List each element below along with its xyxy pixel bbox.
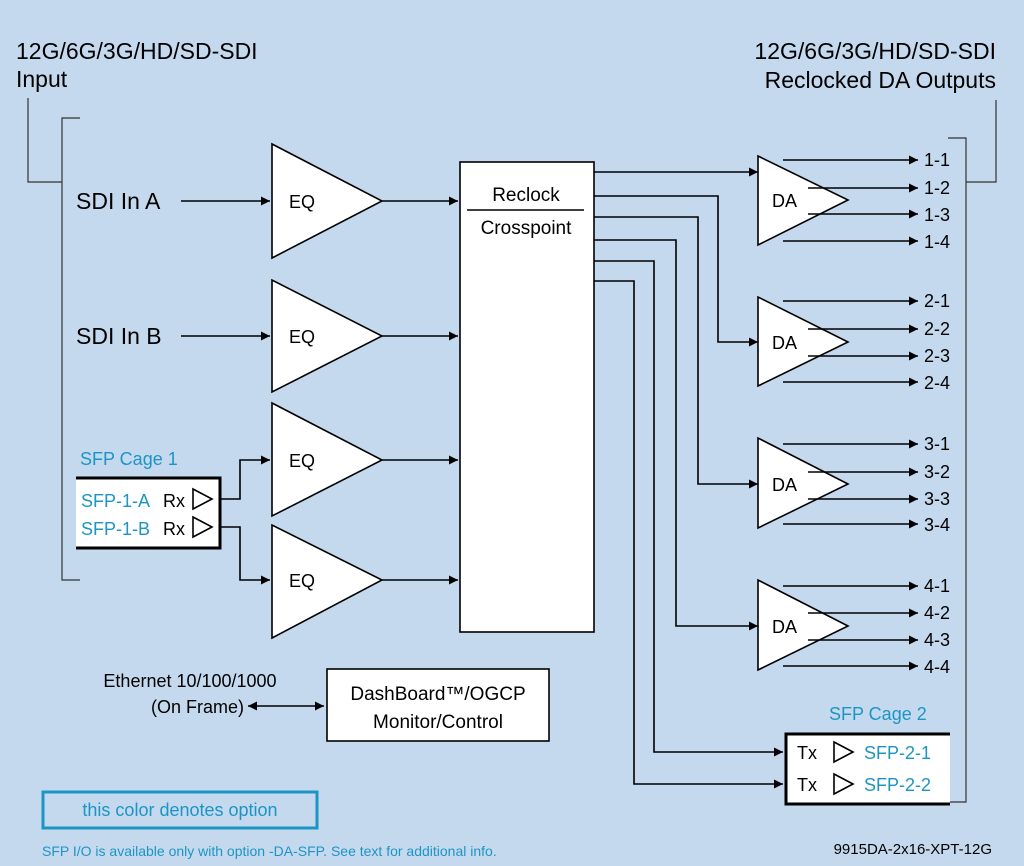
tx-icon bbox=[833, 740, 855, 764]
route-to-da4 bbox=[594, 239, 758, 631]
rx-icon bbox=[192, 515, 214, 539]
output-label-4-1: 4-1 bbox=[924, 576, 950, 596]
output-label-2-1: 2-1 bbox=[924, 291, 950, 311]
sfp-1-b-label: SFP-1-B bbox=[81, 519, 150, 539]
sdi-in-b-label: SDI In B bbox=[76, 323, 162, 349]
output-label-1-2: 1-2 bbox=[924, 178, 950, 198]
crosspoint-line2: Crosspoint bbox=[481, 218, 573, 239]
da-label: DA bbox=[772, 191, 797, 211]
sfp-1-b-dir: Rx bbox=[163, 519, 185, 539]
sfp-cage1-title: SFP Cage 1 bbox=[80, 449, 178, 469]
ethernet-label-line2: (On Frame) bbox=[151, 697, 244, 717]
da-label: DA bbox=[772, 617, 797, 637]
sfp-footnote: SFP I/O is available only with option -D… bbox=[42, 843, 497, 859]
sfp-cage2-title: SFP Cage 2 bbox=[829, 704, 927, 724]
eq-block-4: EQ bbox=[271, 523, 384, 640]
route-to-sfp-2-1 bbox=[594, 260, 783, 757]
sfp-1-a-label: SFP-1-A bbox=[81, 491, 150, 511]
input-title-line2: Input bbox=[16, 66, 68, 92]
crosspoint-line1: Reclock bbox=[492, 185, 560, 206]
route-to-da2 bbox=[594, 195, 758, 347]
sdi-in-a-label: SDI In A bbox=[76, 188, 161, 214]
ethernet-label-line1: Ethernet 10/100/1000 bbox=[103, 671, 276, 691]
sfp-2-2-dir: Tx bbox=[797, 775, 817, 795]
dashboard-block: DashBoard™/OGCP Monitor/Control bbox=[326, 668, 550, 742]
output-label-4-4: 4-4 bbox=[924, 657, 950, 677]
da-block-2: DA bbox=[757, 295, 850, 388]
output-title-line1: 12G/6G/3G/HD/SD-SDI bbox=[754, 38, 996, 64]
route-to-sfp-2-2 bbox=[594, 280, 783, 789]
input-title-line1: 12G/6G/3G/HD/SD-SDI bbox=[16, 38, 258, 64]
input-bracket-leader bbox=[27, 98, 62, 183]
model-number: 9915DA-2x16-XPT-12G bbox=[834, 841, 992, 858]
sfp-2-1-dir: Tx bbox=[797, 743, 817, 763]
eq-label: EQ bbox=[289, 451, 315, 471]
output-label-1-1: 1-1 bbox=[924, 150, 950, 170]
da-label: DA bbox=[772, 475, 797, 495]
dashboard-line1: DashBoard™/OGCP bbox=[350, 684, 525, 705]
output-label-3-2: 3-2 bbox=[924, 462, 950, 482]
output-bracket bbox=[948, 137, 967, 803]
output-label-2-3: 2-3 bbox=[924, 346, 950, 366]
da-block-3: DA bbox=[757, 436, 850, 530]
output-label-1-3: 1-3 bbox=[924, 205, 950, 225]
output-label-3-1: 3-1 bbox=[924, 434, 950, 454]
eq-label: EQ bbox=[289, 192, 315, 212]
tx-icon bbox=[833, 772, 855, 796]
eq-label: EQ bbox=[289, 327, 315, 347]
output-bracket-leader bbox=[966, 100, 997, 183]
da-block-1: DA bbox=[757, 154, 850, 247]
sfp-cage1-box: SFP-1-A Rx SFP-1-B Rx bbox=[76, 476, 222, 550]
output-title-line2: Reclocked DA Outputs bbox=[765, 67, 996, 93]
route-to-da3 bbox=[594, 216, 758, 489]
eq-block-1: EQ bbox=[271, 142, 384, 260]
da-label: DA bbox=[772, 333, 797, 353]
da-block-4: DA bbox=[757, 578, 850, 672]
output-label-2-4: 2-4 bbox=[924, 373, 950, 393]
sfp-1-a-to-eq3-arrow bbox=[220, 455, 270, 500]
legend-text: this color denotes option bbox=[82, 800, 277, 820]
dashboard-line2: Monitor/Control bbox=[373, 712, 503, 733]
eq-block-2: EQ bbox=[271, 278, 384, 394]
output-label-4-3: 4-3 bbox=[924, 630, 950, 650]
sfp-2-1-label: SFP-2-1 bbox=[864, 743, 931, 763]
input-bracket bbox=[61, 117, 80, 581]
sfp-1-b-to-eq4-arrow bbox=[220, 526, 270, 585]
eq-block-3: EQ bbox=[271, 401, 384, 518]
sfp-1-a-dir: Rx bbox=[163, 491, 185, 511]
option-legend: this color denotes option bbox=[41, 790, 319, 830]
rx-icon bbox=[192, 487, 214, 511]
output-label-4-2: 4-2 bbox=[924, 603, 950, 623]
output-label-2-2: 2-2 bbox=[924, 319, 950, 339]
eq-label: EQ bbox=[289, 571, 315, 591]
output-label-3-4: 3-4 bbox=[924, 515, 950, 535]
sfp-cage2-box: Tx SFP-2-1 Tx SFP-2-2 bbox=[784, 732, 950, 806]
output-label-1-4: 1-4 bbox=[924, 232, 950, 252]
sfp-2-2-label: SFP-2-2 bbox=[864, 775, 931, 795]
output-label-3-3: 3-3 bbox=[924, 489, 950, 509]
crosspoint-block: Reclock Crosspoint bbox=[459, 161, 595, 633]
